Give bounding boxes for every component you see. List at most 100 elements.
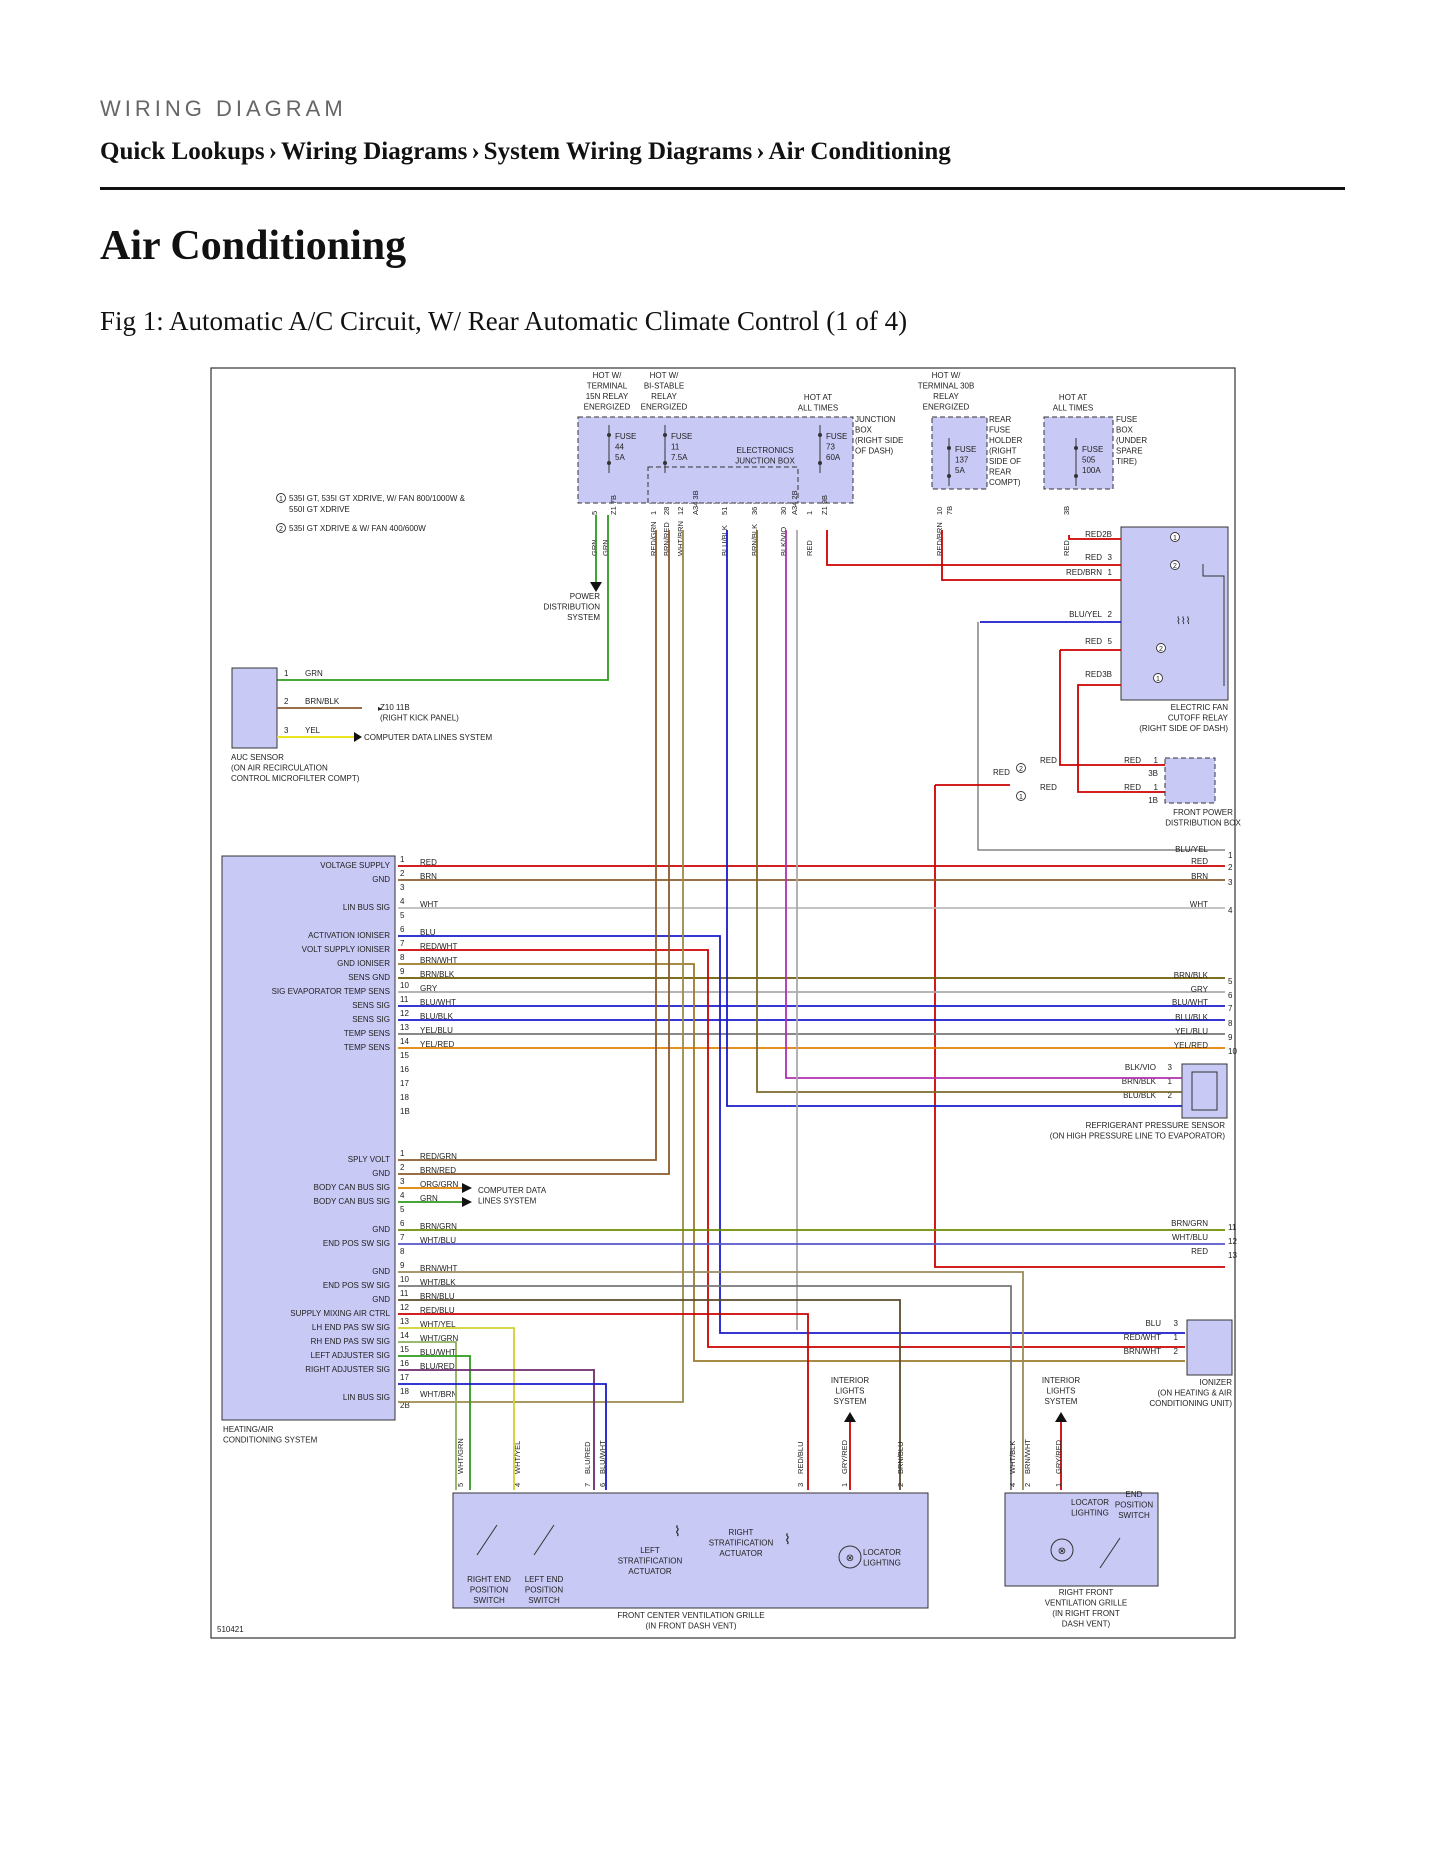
power-label: TERMINAL: [587, 382, 628, 391]
breadcrumb-separator: ›: [471, 138, 480, 165]
wire-label: BRN/GRN: [420, 1222, 457, 1231]
fuse-137-label: 137: [955, 456, 969, 465]
connector-pin: 1: [284, 669, 289, 678]
box-label: DISTRIBUTION: [544, 603, 601, 612]
function-label: END POS SW SIG: [323, 1239, 390, 1248]
wire-label: RED/BRN: [935, 522, 944, 556]
breadcrumb-air-conditioning[interactable]: Air Conditioning: [768, 138, 951, 165]
function-label: VOLT SUPPLY IONISER: [302, 945, 391, 954]
component-label: SYSTEM: [834, 1397, 867, 1406]
component-label: RIGHT FRONT: [1059, 1588, 1114, 1597]
connector-pin: 3B: [1062, 506, 1071, 515]
connector-pin: 3: [284, 726, 289, 735]
connector-pin: 6: [400, 925, 405, 934]
power-label: ENERGIZED: [584, 403, 631, 412]
connector-pin: 5: [456, 1483, 465, 1487]
power-label: BI-STABLE: [644, 382, 684, 391]
wire-label: RED: [1085, 637, 1102, 646]
breadcrumb-quick-lookups[interactable]: Quick Lookups: [100, 138, 265, 165]
arrow-icon: [844, 1412, 856, 1422]
connector-pin: 28: [662, 507, 671, 515]
fuse-44-label: 5A: [615, 453, 625, 462]
wire-blu-wht: [398, 1355, 471, 1490]
section-kicker: WIRING DIAGRAM: [100, 96, 347, 121]
function-label: SUPPLY MIXING AIR CTRL: [290, 1309, 390, 1318]
wire-label: WHT/GRN: [420, 1334, 458, 1343]
connector-pin: 15: [400, 1051, 409, 1060]
wire-blu-blk: [726, 530, 1182, 1107]
fuse-505-label: FUSE: [1082, 445, 1103, 454]
note-marker-number: 1: [1173, 535, 1177, 542]
fuse-73-label: FUSE: [826, 432, 847, 441]
connector-pin: 51: [720, 507, 729, 515]
box-label: COMPT): [989, 478, 1021, 487]
function-label: LEFT ADJUSTER SIG: [311, 1351, 390, 1360]
connector-pin: 2B: [1102, 530, 1112, 539]
breadcrumb-wiring-diagrams[interactable]: Wiring Diagrams: [281, 138, 468, 165]
component-label: RIGHT: [729, 1528, 754, 1537]
wire-wht-yel: [398, 1327, 515, 1490]
wire-label: BLK/VIO: [1125, 1063, 1156, 1072]
wire-label: RED/BLU: [420, 1306, 455, 1315]
component-label: LINES SYSTEM: [478, 1197, 537, 1206]
wire-label: GRY: [420, 984, 438, 993]
function-label: GND: [372, 1225, 390, 1234]
wire-label: BRN/GRN: [1171, 1219, 1208, 1228]
connector-pin: 9: [400, 1261, 405, 1270]
wire-label: RED: [1124, 783, 1141, 792]
component-label: POSITION: [470, 1586, 508, 1595]
breadcrumb-system-wiring-diagrams[interactable]: System Wiring Diagrams: [483, 138, 753, 165]
wire-label: BRN: [1191, 872, 1208, 881]
note-marker-icon: [1016, 791, 1026, 801]
connector-pin: 12: [400, 1009, 409, 1018]
wire-grn: [232, 515, 609, 681]
connector-pin: 7: [400, 1233, 405, 1242]
wire-red-grn: [398, 530, 657, 1161]
wire-label: WHT/BRN: [420, 1390, 458, 1399]
function-label: SPLY VOLT: [348, 1155, 390, 1164]
component-label: LEFT: [640, 1546, 660, 1555]
power-label: HOT W/: [932, 371, 962, 380]
box-label: REAR: [989, 468, 1011, 477]
component-label: SYSTEM: [1045, 1397, 1078, 1406]
box-label: SPARE: [1116, 447, 1143, 456]
fuse-icon: [663, 461, 667, 465]
relay-wire: [1202, 564, 1225, 686]
wire-label: GRN: [590, 539, 599, 556]
fuse-73-label: 73: [826, 443, 835, 452]
connector-pin: 13: [400, 1317, 409, 1326]
function-label: SENS SIG: [352, 1001, 390, 1010]
connector-pin: 7B: [945, 506, 954, 515]
component-label: STRATIFICATION: [618, 1557, 683, 1566]
connector-pin: 10: [400, 1275, 409, 1284]
connector-pin: 14: [400, 1037, 409, 1046]
wire-label: RED/GRN: [649, 521, 658, 556]
switch-icon: [1099, 1537, 1121, 1569]
wire-label: ORG/GRN: [420, 1180, 458, 1189]
box-label: (UNDER: [1116, 436, 1147, 445]
wire-label: BLU/YEL: [1175, 845, 1208, 854]
connector-pin: 10: [935, 507, 944, 515]
power-label: HOT AT: [1059, 393, 1087, 402]
component-label: END: [1126, 1490, 1143, 1499]
fuse-44-label: FUSE: [615, 432, 636, 441]
connector-pin: 16: [400, 1065, 409, 1074]
wire-label: BRN/BLK: [420, 970, 455, 979]
function-label: RIGHT ADJUSTER SIG: [305, 1365, 390, 1374]
component-label: ACTUATOR: [719, 1549, 762, 1558]
connector-pin: 5: [1228, 977, 1233, 986]
component-label: LIGHTING: [1071, 1509, 1109, 1518]
wire-blu: [398, 935, 1185, 1334]
fuse-icon: [663, 433, 667, 437]
function-label: END POS SW SIG: [323, 1281, 390, 1290]
arrow-icon: [1055, 1412, 1067, 1422]
right-front-ventilation-grille: [1004, 1492, 1159, 1587]
connector-pin: 1: [1228, 851, 1233, 860]
box-label: TIRE): [1116, 457, 1137, 466]
fuse-icon: [818, 461, 822, 465]
function-label: LIN BUS SIG: [343, 903, 390, 912]
component-label: LIGHTING: [863, 1559, 901, 1568]
connector-pin: 4: [1008, 1483, 1017, 1487]
connector-pin: Z1 7B: [609, 495, 618, 515]
wire-blu-yel: [977, 622, 1225, 851]
